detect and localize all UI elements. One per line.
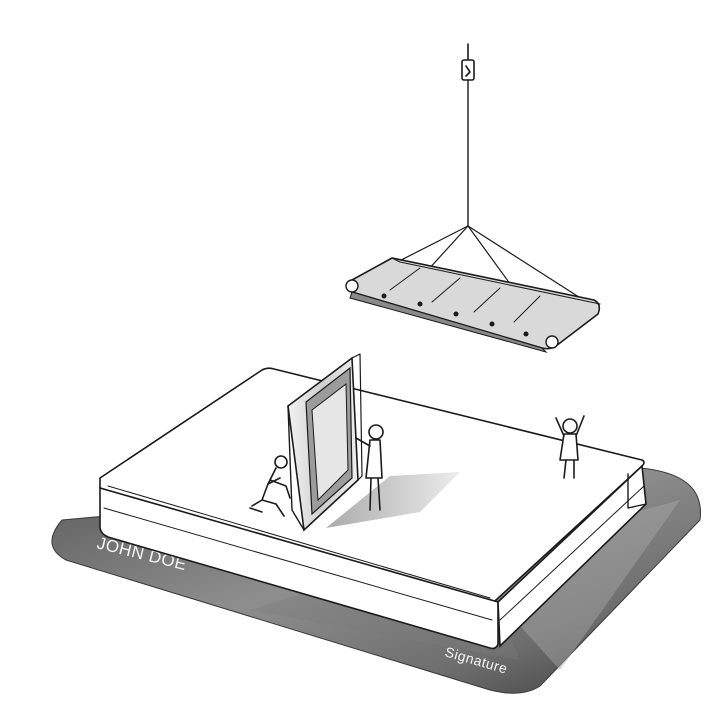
door-frame	[287, 353, 363, 532]
worker-figure-icon	[249, 455, 291, 517]
crane-hook-icon	[461, 43, 475, 227]
worker-figure-icon	[555, 415, 585, 479]
worker-figure-icon	[355, 424, 384, 511]
platform	[99, 367, 647, 650]
lifting-frame-icon	[345, 257, 601, 353]
